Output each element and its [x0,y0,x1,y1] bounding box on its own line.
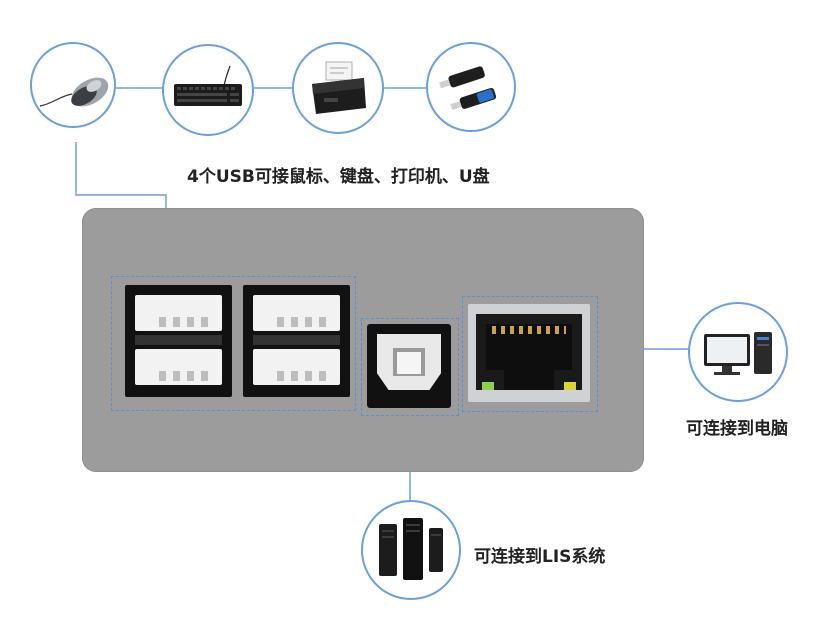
usb-ports-group [111,276,356,411]
mouse-icon [39,77,109,107]
usb-a-port [135,349,222,385]
device-circle-lis [361,500,461,600]
ethernet-port [468,304,590,402]
activity-led [564,382,576,390]
usb-port-block-left [125,285,232,397]
device-circle-usb-drive [426,42,516,132]
ethernet-port-group [462,296,598,412]
pc-label: 可连接到电脑 [686,419,788,439]
usb-port-block-right [243,285,350,397]
device-circle-keyboard [162,44,254,136]
usb-a-port [253,349,340,385]
usb-drive-icon [439,66,497,110]
device-circle-printer [292,42,384,134]
server-tower-icon [379,518,443,580]
device-circle-computer [688,302,788,402]
device-circle-mouse [30,42,116,128]
printer-icon [312,61,366,114]
link-led [482,382,494,390]
lis-label: 可连接到LIS系统 [474,547,606,567]
usb-label: 4个USB可接鼠标、键盘、打印机、U盘 [187,167,490,187]
usb-b-port-group [361,318,459,416]
computer-icon [704,332,772,375]
usb-b-port [367,324,451,408]
keyboard-icon [174,65,242,106]
usb-a-port [253,295,340,331]
usb-a-port [135,295,222,331]
